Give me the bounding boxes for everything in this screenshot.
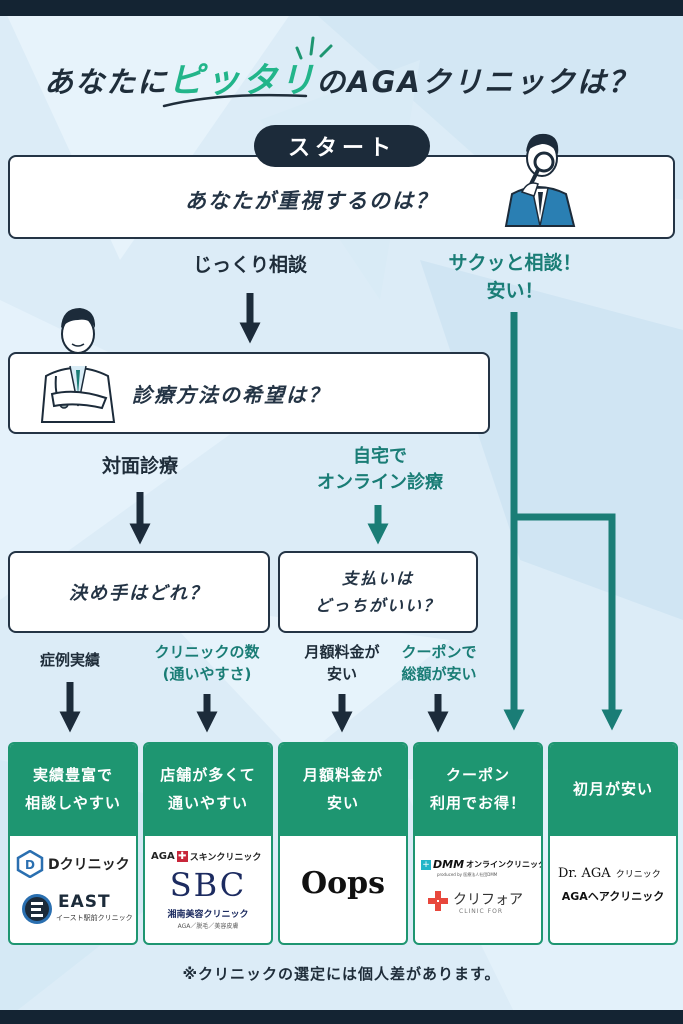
top-bar	[0, 0, 683, 16]
result-card-logos: Oops	[280, 836, 406, 943]
sbc-logo-sub: AGA／脱毛／美容皮膚	[177, 923, 239, 930]
doctor-illustration	[40, 308, 116, 423]
d-clinic-logo-icon: D	[16, 850, 44, 878]
result-card-logos: D Dクリニック EAST イースト駅前クリニック	[10, 836, 136, 943]
result-line2: 相談しやすい	[25, 794, 121, 812]
result-card-access[interactable]: 店舗が多くて 通いやすい AGA ✚ スキンクリニック SBC 湘南美容クリニッ…	[143, 742, 273, 945]
result-line1: 店舗が多くて	[160, 766, 256, 785]
dr-aga-clinic-text: クリニック	[615, 870, 661, 880]
title-underline-swoosh	[162, 93, 308, 108]
title-prefix: あなたに	[44, 65, 169, 99]
option-coupon-line1: クーポンで	[401, 643, 477, 661]
branch-label-inperson: 対面診療	[101, 455, 178, 477]
dmm-online-text: オンラインクリニック	[466, 860, 543, 869]
result-line2: 安い	[326, 794, 359, 812]
result-line1: 実績豊富で	[32, 766, 113, 785]
clinic-for-logo-icon	[428, 891, 448, 911]
branch-label-consult: じっくり相談	[192, 254, 307, 276]
option-monthly-line1: 月額料金が	[304, 643, 380, 661]
question-priority-text: あなたが重視するのは？	[185, 189, 438, 213]
question-payment-line2: どっちがいい？	[314, 596, 441, 615]
branch-label-online: 自宅で オンライン診療	[290, 444, 470, 496]
result-line1: クーポン	[445, 766, 510, 785]
medical-cross-icon: ✚	[176, 851, 188, 862]
disclaimer-note: ※クリニックの選定には個人差があります。	[182, 965, 501, 983]
question-decider-text: 決め手はどれ？	[69, 583, 209, 604]
result-card-coupon[interactable]: クーポン 利用でお得！ + DMM オンラインクリニック produced by…	[413, 742, 543, 945]
east-logo-text: EAST	[58, 892, 111, 912]
dmm-produced-text: produced by 医療法人社団DMM	[437, 872, 498, 877]
start-badge: スタート	[254, 125, 430, 167]
result-card-header: 月額料金が 安い	[280, 744, 406, 836]
result-card-header: 初月が安い	[550, 744, 676, 836]
page-title: あなたにピッタリのAGAクリニックは？	[0, 52, 683, 103]
dr-aga-logo: Dr. AGA クリニック	[558, 862, 661, 881]
bottom-bar	[0, 1010, 683, 1024]
title-suffix: のAGAクリニックは？	[316, 65, 639, 99]
east-logo-subtext: イースト駅前クリニック	[56, 914, 133, 922]
question-box-payment: 支払いは どっちがいい？	[278, 551, 478, 633]
result-line2: 利用でお得！	[429, 794, 526, 812]
sbc-skin-text: スキンクリニック	[189, 853, 262, 863]
result-card-logos: Dr. AGA クリニック AGAヘアクリニック	[550, 836, 676, 943]
d-clinic-logo-text: Dクリニック	[48, 857, 130, 873]
result-card-experience[interactable]: 実績豊富で 相談しやすい D Dクリニック EAST イースト駅前クリニック	[8, 742, 138, 945]
svg-text:D: D	[25, 858, 35, 872]
oops-logo: Oops	[300, 866, 385, 901]
option-coupon-line2: 総額が安い	[401, 664, 477, 683]
result-card-header: 店舗が多くて 通いやすい	[145, 744, 271, 836]
dmm-text: DMM	[433, 858, 465, 871]
branch-label-quick: サクッと相談！ 安い！	[425, 250, 605, 305]
sbc-logo-mark: SBC	[169, 866, 247, 904]
result-line2: 通いやすい	[167, 794, 248, 812]
dr-aga-text: Dr. AGA	[558, 866, 611, 881]
east-logo-icon	[22, 894, 52, 924]
dmm-cross-icon: +	[421, 859, 431, 870]
result-card-firstmonth[interactable]: 初月が安い Dr. AGA クリニック AGAヘアクリニック	[548, 742, 678, 945]
result-card-header: 実績豊富で 相談しやすい	[10, 744, 136, 836]
branch-quick-line1: サクッと相談！	[448, 252, 582, 274]
result-card-logos: AGA ✚ スキンクリニック SBC 湘南美容クリニック AGA／脱毛／美容皮膚	[145, 836, 271, 943]
accent-lines-icon	[295, 36, 333, 60]
option-clinics-line1: クリニックの数	[154, 643, 260, 661]
aga-hair-clinic-logo: AGAヘアクリニック	[561, 890, 665, 903]
sbc-logo-name: 湘南美容クリニック	[167, 910, 249, 920]
businessman-magnifier-illustration	[504, 133, 576, 227]
start-label: スタート	[287, 136, 396, 161]
result-line1: 初月が安い	[572, 780, 653, 799]
question-payment-line1: 支払いは	[341, 568, 414, 588]
question-box-decider: 決め手はどれ？	[8, 551, 270, 633]
sbc-logo-header: AGA ✚ スキンクリニック	[151, 850, 261, 863]
option-label-coupon: クーポンで 総額が安い	[384, 642, 494, 686]
option-clinics-line2: (通いやすさ)	[162, 664, 252, 683]
branch-online-line1: 自宅で	[353, 446, 407, 467]
branch-online-line2: オンライン診療	[317, 472, 443, 494]
result-card-header: クーポン 利用でお得！	[415, 744, 541, 836]
dmm-logo: + DMM オンラインクリニック	[421, 858, 543, 871]
result-card-monthly[interactable]: 月額料金が 安い Oops	[278, 742, 408, 945]
option-label-record: 症例実績	[39, 651, 100, 669]
clinic-for-logo-text: クリフォア	[453, 892, 523, 908]
sbc-aga-text: AGA	[151, 851, 175, 862]
option-label-clinics: クリニックの数 (通いやすさ)	[132, 642, 282, 686]
question-method-text: 診療方法の希望は？	[132, 382, 330, 407]
result-line1: 月額料金が	[302, 766, 383, 785]
clinic-for-logo-sub: CLINIC FOR	[459, 908, 503, 915]
option-label-monthly: 月額料金が 安い	[282, 642, 402, 686]
option-monthly-line2: 安い	[326, 664, 357, 683]
branch-quick-line2: 安い！	[486, 279, 544, 302]
result-card-logos: + DMM オンラインクリニック produced by 医療法人社団DMM ク…	[415, 836, 541, 943]
